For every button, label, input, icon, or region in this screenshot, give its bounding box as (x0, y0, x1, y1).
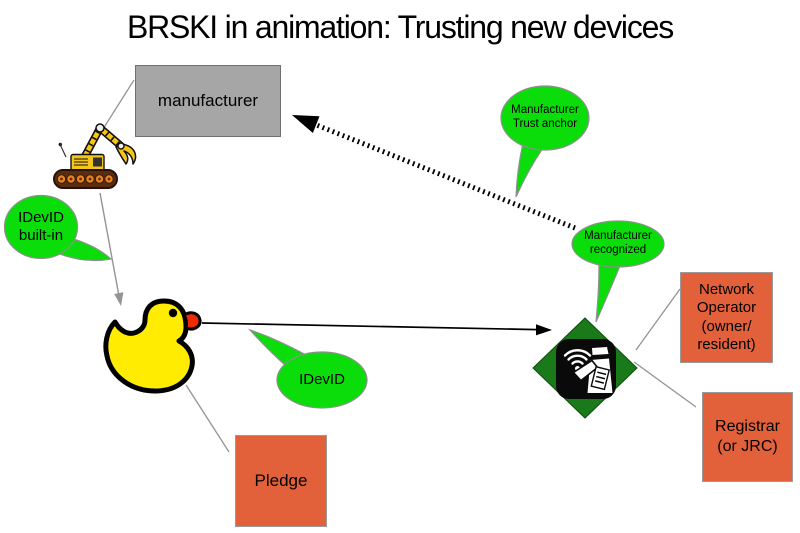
bubble-idevid-label: IDevID (299, 371, 345, 388)
node-registrar: Registrar (or JRC) (702, 392, 793, 482)
bubble-manufacturer-recognized-label: Manufacturer recognized (584, 230, 652, 256)
node-pledge: Pledge (235, 435, 327, 527)
bubble-idevid-builtin (3, 194, 113, 262)
arrow-diamond-to-manufacturer-dashed (292, 115, 576, 231)
bubble-manufacturer-recognized (571, 220, 665, 323)
bubble-manufacturer-trust-anchor-label: Manufacturer Trust anchor (511, 104, 579, 130)
slide-title: BRSKI in animation: Trusting new devices (126, 9, 674, 45)
node-network-operator-label: Network Operator (owner/ resident) (696, 280, 757, 354)
node-network-operator: Network Operator (owner/ resident) (680, 272, 773, 363)
rubber-duck-pledge-icon (103, 298, 202, 394)
connector-manufacturer-robot (102, 79, 135, 130)
arrowhead (114, 292, 124, 306)
arrowhead (292, 115, 320, 133)
node-registrar-label: Registrar (or JRC) (715, 418, 780, 455)
customs-officer-wifi-icon (556, 339, 616, 399)
bubble-idevid-builtin-label: IDevID built-in (18, 209, 64, 244)
connector-diamond-network-operator (635, 288, 681, 351)
arrow-duck-to-diamond (201, 322, 552, 336)
arrow-robot-to-duck (99, 192, 124, 306)
connector-diamond-registrar (633, 361, 697, 408)
factory-robot-icon (53, 123, 137, 189)
connector-duck-pledge (185, 384, 230, 453)
node-manufacturer-label: manufacturer (157, 91, 259, 110)
node-pledge-label: Pledge (254, 471, 308, 490)
bubble-manufacturer-trust-anchor (500, 85, 590, 198)
registrar-diamond (532, 317, 638, 419)
bubble-idevid (248, 328, 368, 409)
node-manufacturer: manufacturer (135, 65, 281, 137)
arrowhead (536, 324, 552, 336)
